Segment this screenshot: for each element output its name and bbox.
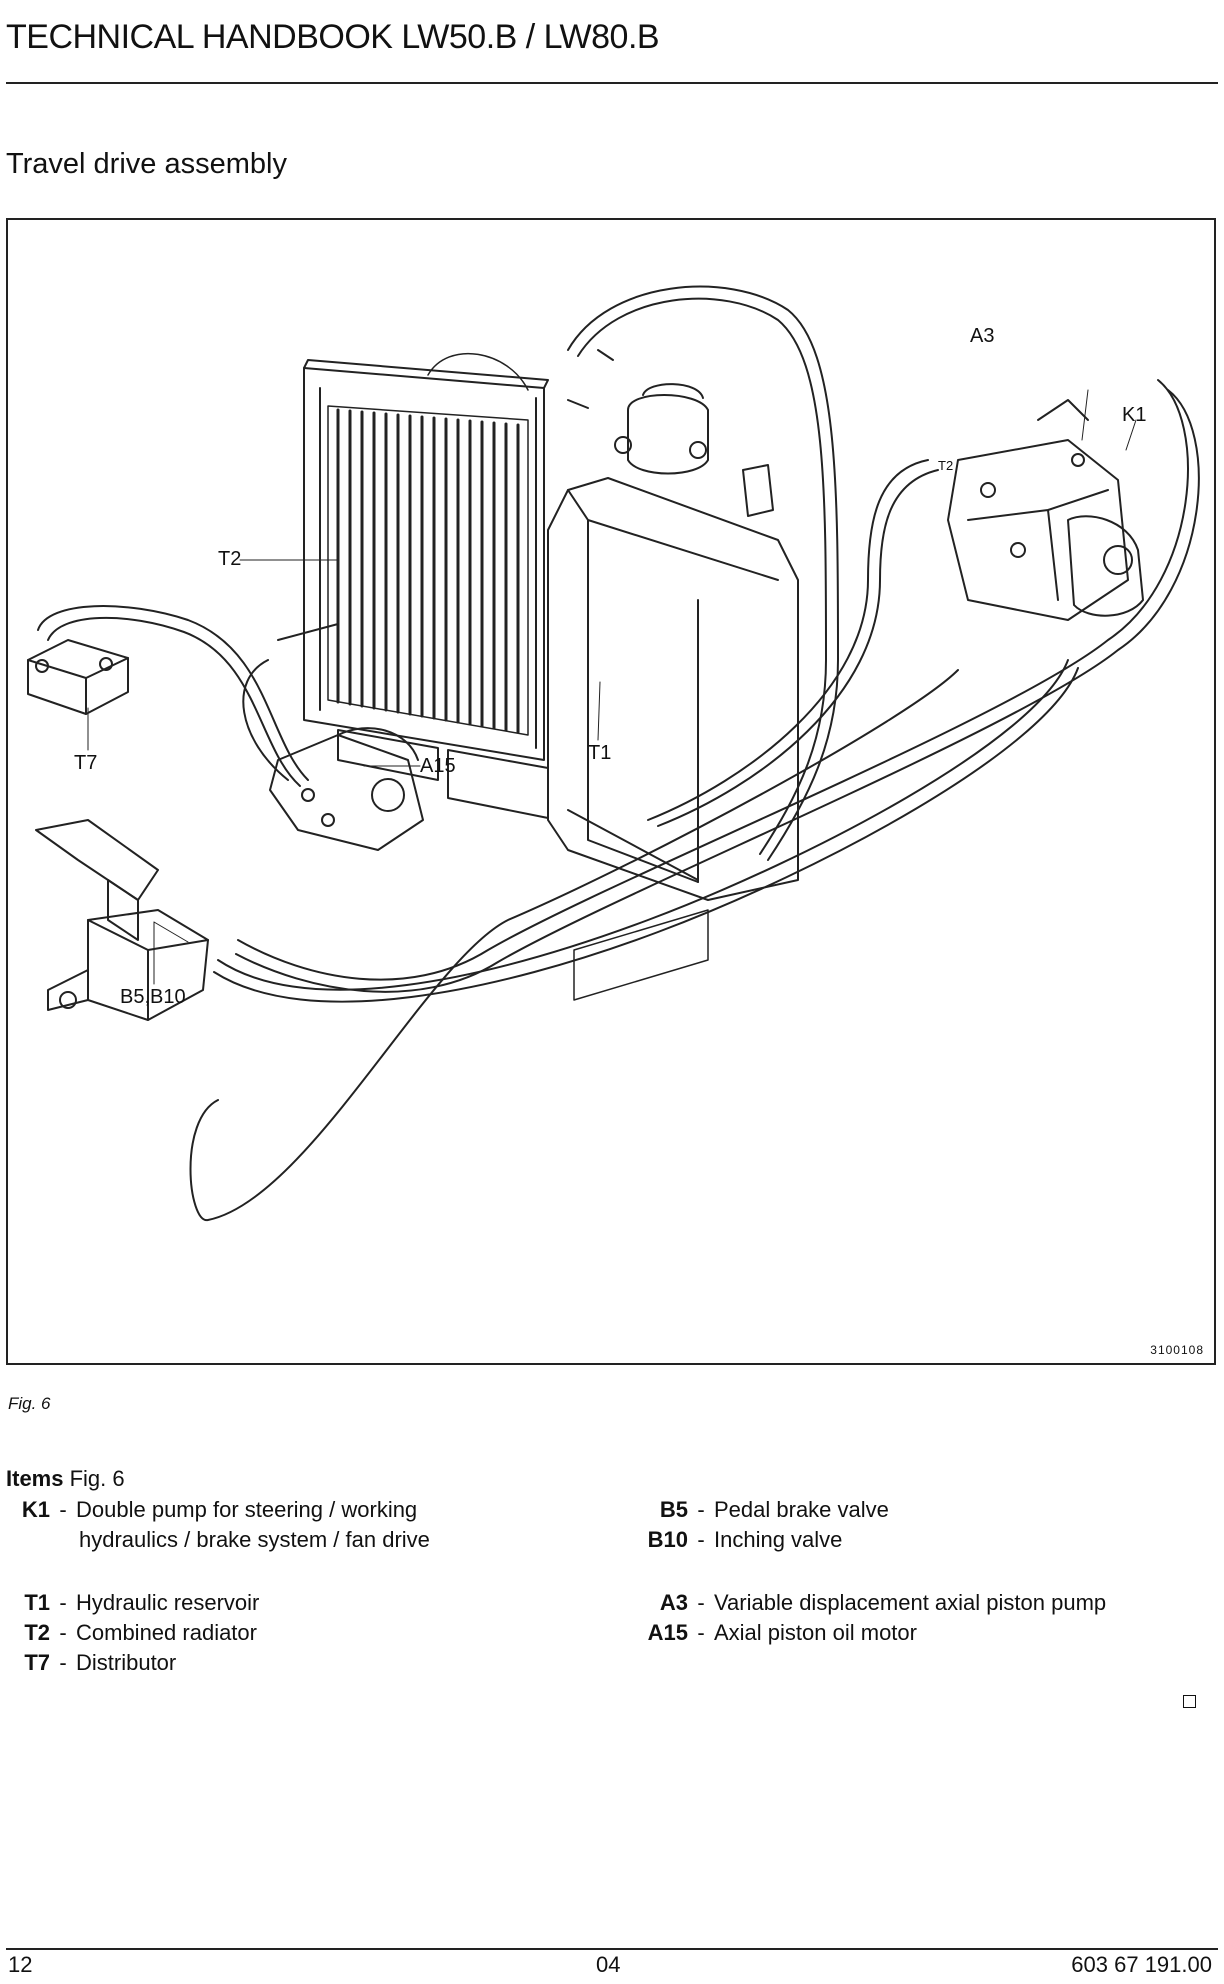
legend-item-t1: T1-Hydraulic reservoir	[6, 1588, 259, 1618]
items-heading: Items Fig. 6	[6, 1466, 125, 1492]
legend-item-k1: K1-Double pump for steering / working hy…	[6, 1495, 430, 1555]
hoses-drawing	[37, 285, 1200, 1221]
figure-frame: A3 K1 T2 T2 T1 T7 A15 B5,B10 3100108	[6, 218, 1216, 1365]
legend-dash: -	[59, 1650, 67, 1675]
callout-t2-small: T2	[938, 458, 954, 473]
figure-code: 3100108	[1150, 1343, 1204, 1357]
legend-code: K1	[21, 1497, 50, 1522]
legend-code: T7	[24, 1650, 50, 1675]
legend-code: B10	[647, 1527, 688, 1552]
items-heading-rest: Fig. 6	[63, 1466, 125, 1491]
legend-dash: -	[697, 1527, 705, 1552]
footer-doc-number: 603 67 191.00	[1071, 1952, 1212, 1977]
legend-text: Distributor	[76, 1650, 177, 1675]
items-heading-bold: Items	[6, 1466, 64, 1491]
legend-text: Pedal brake valve	[714, 1497, 889, 1522]
legend-text: Variable displacement axial piston pump	[714, 1590, 1107, 1615]
figure-caption: Fig. 6	[8, 1394, 51, 1413]
legend-text: Inching valve	[714, 1527, 843, 1552]
callout-a3: A3	[970, 325, 995, 347]
callout-t1: T1	[588, 742, 612, 764]
brake-valve-drawing	[35, 819, 209, 1021]
callout-t7: T7	[74, 752, 98, 774]
footer-rule	[6, 1948, 1218, 1950]
leader-lines	[87, 389, 1137, 985]
legend-dash: -	[59, 1620, 67, 1645]
legend-dash: -	[697, 1497, 705, 1522]
callout-a15: A15	[420, 755, 456, 777]
legend-item-b5: B5-Pedal brake valve	[634, 1495, 889, 1525]
callout-b5-b10: B5,B10	[120, 986, 186, 1008]
section-title: Travel drive assembly	[6, 148, 287, 180]
callout-t2: T2	[218, 548, 242, 570]
document-title: TECHNICAL HANDBOOK LW50.B / LW80.B	[6, 18, 660, 56]
footer-section: 04	[596, 1952, 621, 1977]
header-rule	[6, 82, 1218, 84]
hydraulic-assembly-drawing	[27, 285, 1200, 1221]
legend-code: A15	[647, 1620, 688, 1645]
legend-item-t2: T2-Combined radiator	[6, 1618, 257, 1648]
oil-motor-a15-drawing	[269, 727, 424, 851]
legend-item-t7: T7-Distributor	[6, 1648, 176, 1678]
legend-dash: -	[697, 1590, 705, 1615]
legend-text-continued: hydraulics / brake system / fan drive	[79, 1527, 430, 1552]
legend-item-b10: B10-Inching valve	[634, 1525, 843, 1555]
legend-text: Hydraulic reservoir	[76, 1590, 260, 1615]
callout-k1: K1	[1122, 404, 1147, 426]
reservoir-drawing	[547, 349, 799, 901]
legend-text: Axial piston oil motor	[714, 1620, 917, 1645]
radiator-drawing	[303, 352, 549, 819]
legend-text: Combined radiator	[76, 1620, 257, 1645]
end-of-section-square	[1183, 1695, 1196, 1708]
legend-code: T1	[24, 1590, 50, 1615]
legend-item-a15: A15-Axial piston oil motor	[634, 1618, 917, 1648]
legend-dash: -	[59, 1590, 67, 1615]
legend-code: B5	[659, 1497, 688, 1522]
legend-dash: -	[59, 1497, 67, 1522]
legend-code: T2	[24, 1620, 50, 1645]
distributor-t7-drawing	[27, 639, 129, 715]
pump-a3-k1-drawing	[947, 399, 1144, 621]
legend-item-a3: A3-Variable displacement axial piston pu…	[634, 1588, 1106, 1618]
legend-code: A3	[659, 1590, 688, 1615]
legend-dash: -	[697, 1620, 705, 1645]
legend-text: Double pump for steering / working	[76, 1497, 418, 1522]
footer-page-number: 12	[8, 1952, 33, 1977]
